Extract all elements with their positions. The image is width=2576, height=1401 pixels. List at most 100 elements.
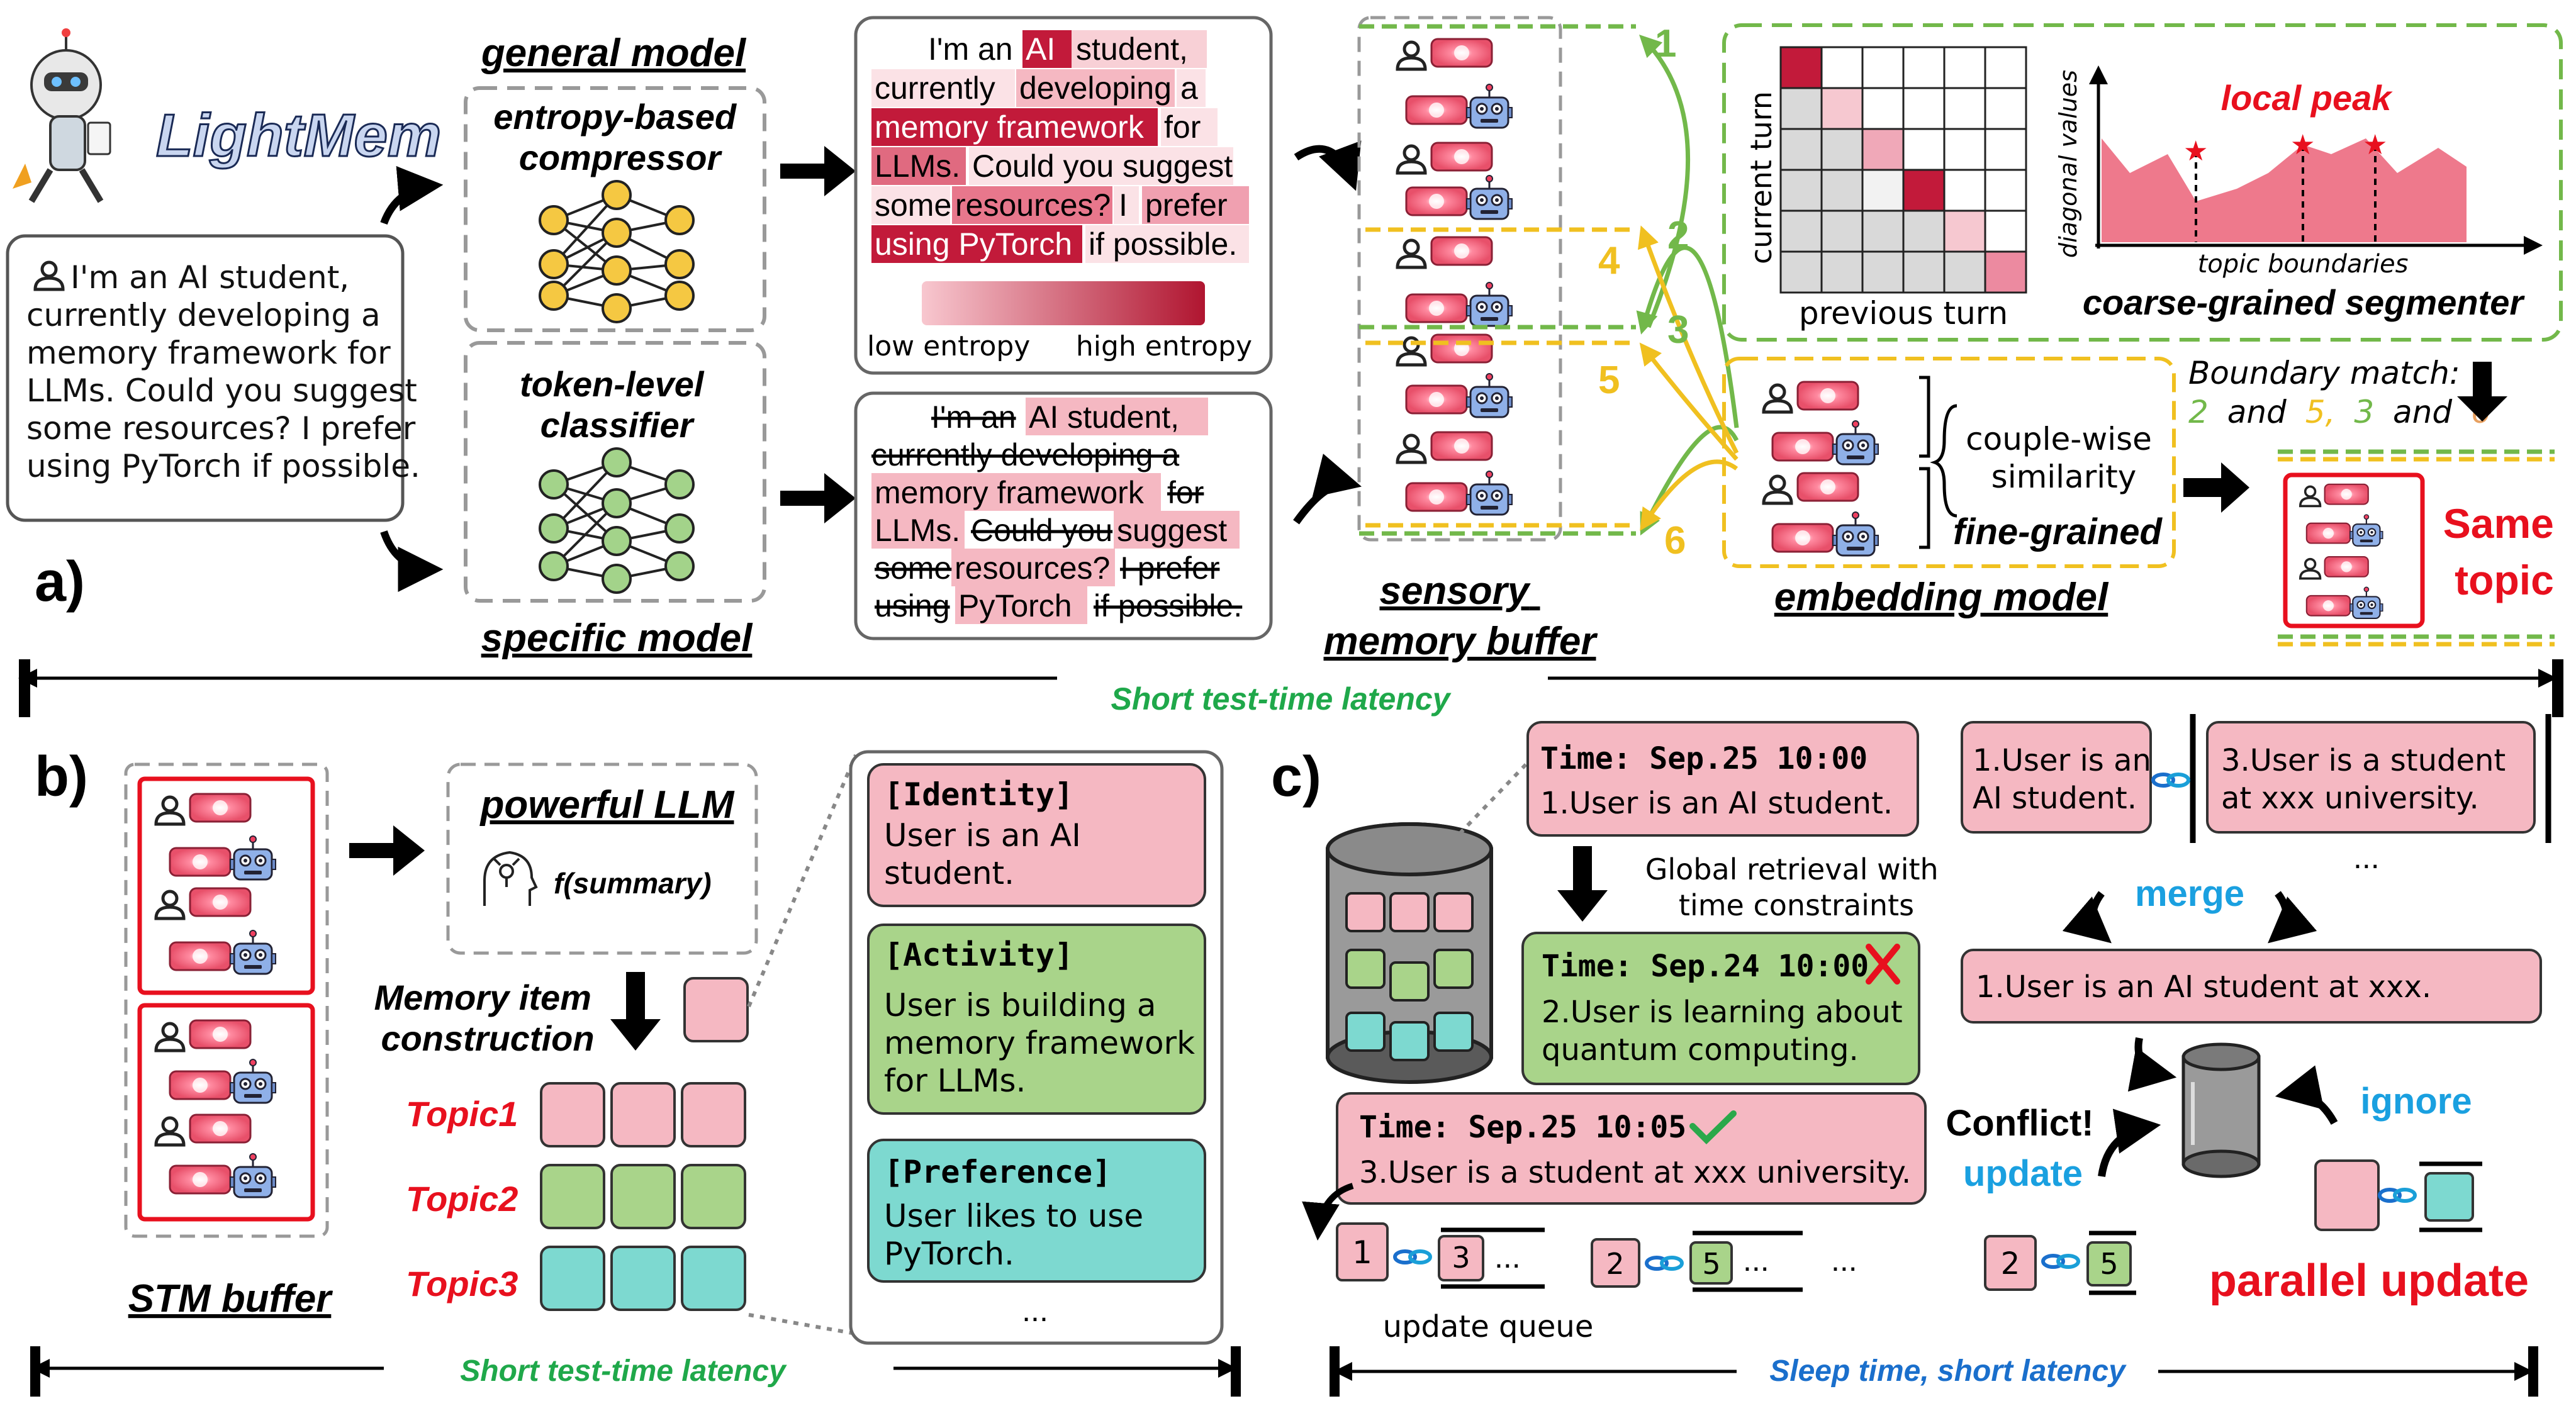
queue-ellipsis: ...	[1494, 1239, 1521, 1275]
entropy-token: if possible.	[1089, 226, 1237, 262]
matrix-cell	[1820, 250, 1864, 294]
accept-check-icon	[1689, 1110, 1737, 1145]
matrix-cell	[1861, 169, 1905, 212]
link-icon	[2043, 1256, 2078, 1267]
merge-cards: 1.User is an AI student. 3.User is a stu…	[1961, 714, 2551, 875]
stm-buffer	[124, 762, 329, 1238]
activity-card: [Activity] User is building a memory fra…	[867, 924, 1206, 1115]
boundary-match-title: Boundary match:	[2188, 355, 2460, 391]
latency-bar-b	[30, 1346, 1241, 1397]
latency-label-a: Short test-time latency	[1111, 681, 1451, 717]
entropy-compressor-box	[464, 86, 766, 332]
latency-label-c: Sleep time, short latency	[1769, 1354, 2127, 1388]
entropy-token: prefer	[1145, 187, 1228, 223]
entropy-token: resources?	[955, 187, 1111, 223]
entropy-token: AI	[1026, 31, 1055, 67]
classifier-token-kept: suggest	[1117, 513, 1227, 548]
sensory-memory-buffer	[1357, 16, 1636, 542]
entropy-token: student,	[1076, 31, 1188, 67]
svg-text:token-level classifier: token-level classifier	[520, 364, 714, 445]
svg-text:Boundary match: 2 and: Boundary match: 2 and 5, 3 and 6	[2188, 355, 2491, 430]
matrix-cell	[1820, 169, 1864, 212]
cards-ellipsis: ...	[1022, 1293, 1048, 1328]
queue-item-b: 3	[1452, 1241, 1470, 1275]
matrix-ylabel: current turn	[1744, 91, 1778, 264]
matrix-cell	[1820, 209, 1864, 253]
matrix-cell	[1943, 169, 1986, 212]
arrow-down-to-same-topic	[2457, 362, 2507, 421]
identity-card: [Identity] User is an AI student.	[867, 763, 1206, 907]
matrix-cell	[1902, 128, 1946, 171]
svg-text:Global retrieval with time: Global retrieval with time constraints	[1645, 852, 1948, 922]
fact-2-line-1: 2.User is learning about	[1542, 995, 1903, 1030]
summary-fn-label: f(summary)	[554, 867, 712, 900]
classifier-token-kept: memory framework	[875, 475, 1145, 510]
lightmem-logo: LightMem	[13, 28, 442, 203]
buffer-label-1: sensory	[1379, 569, 1531, 613]
global-retrieval-label-2: time constraints	[1679, 888, 1914, 922]
classifier-token-dropped: using	[875, 588, 950, 623]
diagonal-values-chart: ★ ★ ★	[2089, 65, 2543, 255]
topic-label-1: Topic1	[406, 1094, 518, 1134]
matrix-cell	[1861, 87, 1905, 130]
input-line-5: some resources? I prefer	[26, 410, 416, 447]
classifier-token-dropped: for	[1167, 475, 1204, 510]
card-line: memory framework	[884, 1025, 1195, 1061]
matrix-xlabel: previous turn	[1799, 295, 2008, 332]
topic-grid: Topic1 Topic2 Topic3	[406, 1082, 746, 1311]
input-line-2: currently developing a	[26, 297, 381, 333]
stm-buffer-label: STM buffer	[128, 1277, 333, 1320]
matrix-cell	[1861, 209, 1905, 253]
input-text-box: I'm an AI student, currently developing …	[6, 234, 420, 522]
time-card-3: Time: Sep.25 10:05 3.User is a student a…	[1336, 1092, 1927, 1205]
classifier-token-kept: LLMs.	[875, 513, 960, 548]
matrix-cell	[1820, 46, 1864, 89]
boundary-match-and: and	[2227, 394, 2287, 430]
entropy-token: a	[1180, 70, 1198, 106]
arrow-specific-to-classifier	[780, 473, 856, 523]
update-queue: 1 3 ... 2 5 ... ...	[1336, 1222, 1857, 1292]
neural-net-yellow-icon	[539, 180, 695, 323]
card-line: User is building a	[884, 987, 1156, 1024]
input-line-3: memory framework for	[26, 335, 391, 371]
boundary-match-3: 3	[2354, 394, 2374, 430]
global-retrieval-label-1: Global retrieval with	[1645, 852, 1939, 886]
memory-item-label-2: construction	[381, 1019, 594, 1058]
card-title: [Activity]	[884, 937, 1073, 973]
link-number-2: 2	[1667, 214, 1689, 257]
card-title: [Preference]	[884, 1154, 1111, 1190]
high-entropy-label: high entropy	[1076, 330, 1252, 362]
link-icon	[1395, 1251, 1430, 1263]
panel-label-a: a)	[35, 550, 85, 613]
time-card-2: Time: Sep.24 10:00 2.User is learning ab…	[1521, 932, 1920, 1085]
matrix-cell	[1779, 250, 1823, 294]
card-line: User likes to use	[884, 1198, 1143, 1234]
arrow-to-buffer-bottom	[1293, 454, 1362, 525]
diag-ylabel: diagonal values	[2054, 70, 2082, 258]
entropy-token: currently	[875, 70, 995, 106]
matrix-cell	[1779, 169, 1823, 212]
pair-item-a: 2	[2001, 1246, 2020, 1281]
embedding-model-box	[1722, 357, 2176, 568]
fact-3: 3.User is a student at xxx university.	[1359, 1155, 1911, 1190]
card-line: student.	[884, 855, 1014, 891]
input-line-6: using PyTorch if possible.	[26, 448, 420, 484]
boundary-match-5: 5,	[2305, 394, 2336, 430]
specific-model-label: specific model	[481, 617, 753, 660]
memory-item-label-1: Memory item	[374, 978, 591, 1017]
card-line: PyTorch.	[884, 1236, 1014, 1272]
neural-net-green-icon	[539, 447, 695, 594]
matrix-cell	[1861, 250, 1905, 294]
merge-card-1-line-1: 1.User is an	[1973, 743, 2151, 778]
same-topic-group	[2278, 449, 2555, 647]
arrow-to-general	[380, 165, 444, 225]
conflict-label: Conflict!	[1946, 1103, 2093, 1144]
entropy-text-box: I'm an AI student, currently developing …	[854, 16, 1273, 375]
matrix-cell	[1943, 87, 1986, 130]
arrow-to-same-topic	[2183, 462, 2249, 513]
entropy-token: using PyTorch	[875, 226, 1072, 262]
token-classifier-label-1: token-level	[520, 364, 705, 404]
matrix-cell	[1779, 87, 1823, 130]
svg-text:Same topic: Same topic	[2443, 500, 2565, 603]
